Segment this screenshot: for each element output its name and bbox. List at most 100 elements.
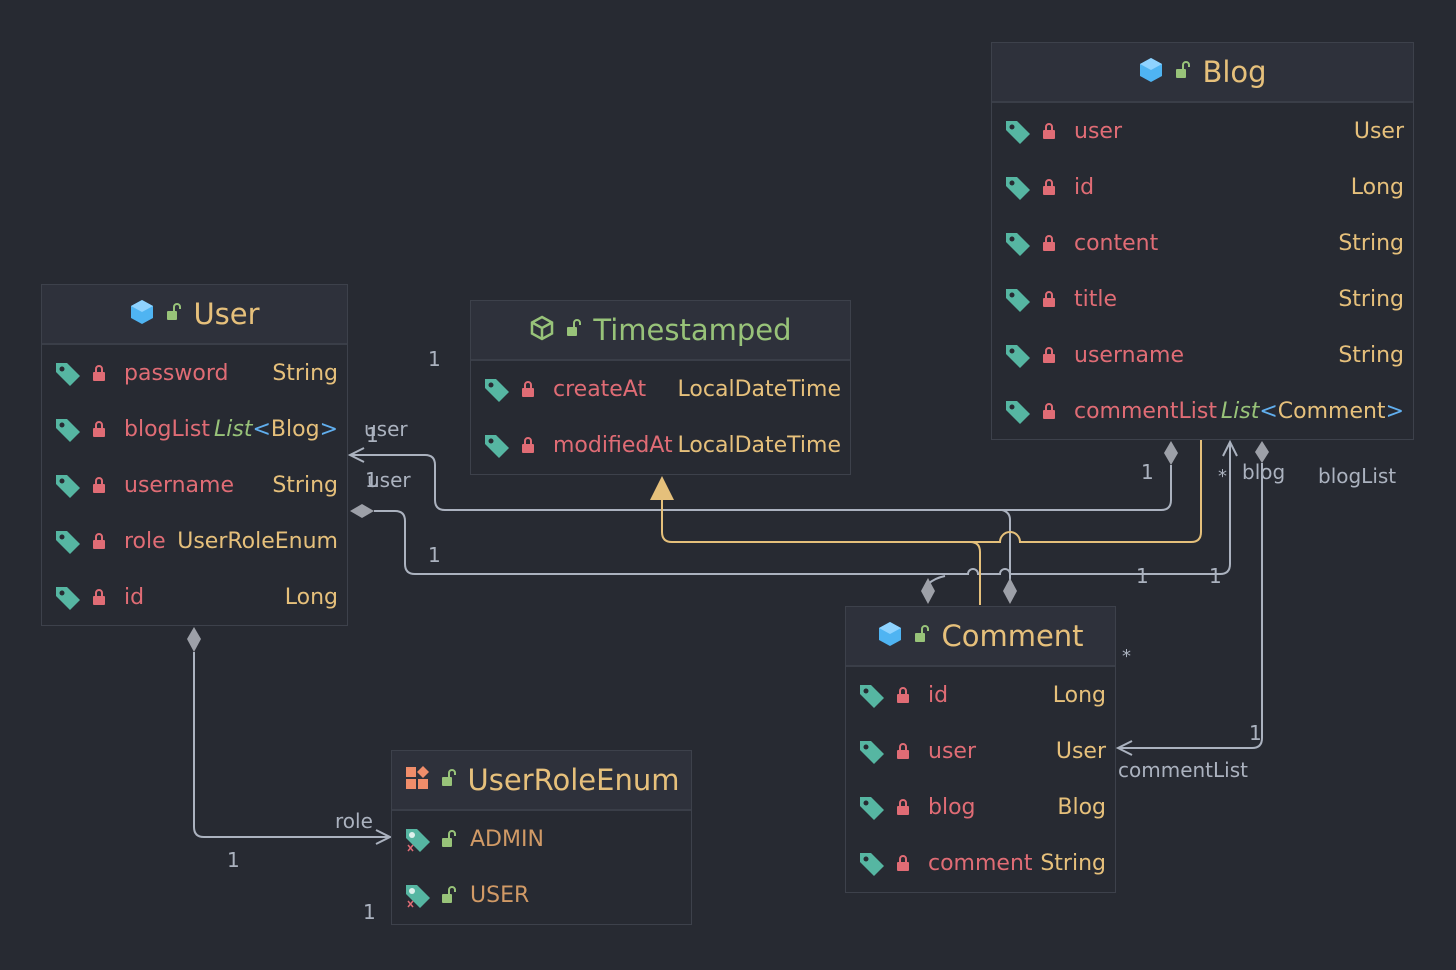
- composition-diamond-comment-b: [1003, 578, 1017, 604]
- field-row[interactable]: user User: [992, 103, 1413, 159]
- field-name: comment: [928, 850, 1033, 876]
- mult-label: 1: [428, 347, 441, 371]
- class-node-blog[interactable]: Blog user User id Long content String ti…: [991, 42, 1414, 440]
- enum-constant: ADMIN: [470, 826, 544, 852]
- class-header[interactable]: User: [42, 285, 347, 345]
- field-type: String: [1338, 230, 1404, 256]
- field-name: modifiedAt: [553, 432, 673, 458]
- field-type: LocalDateTime: [677, 376, 841, 402]
- field-tag-icon: [1004, 397, 1032, 425]
- field-row[interactable]: username String: [42, 457, 347, 513]
- class-icon: [877, 620, 903, 652]
- class-title: Comment: [941, 619, 1084, 653]
- mult-label: 1: [365, 468, 378, 492]
- arrowhead-blog-comment: [1222, 439, 1238, 457]
- private-lock-icon: [1040, 233, 1058, 253]
- field-name: content: [1074, 230, 1159, 256]
- class-header[interactable]: UserRoleEnum: [392, 751, 691, 811]
- private-lock-icon: [519, 379, 537, 399]
- field-name: id: [124, 584, 145, 610]
- field-row[interactable]: id Long: [42, 569, 347, 625]
- mult-label: 1: [1249, 721, 1262, 745]
- class-node-user[interactable]: User password String blogList List<Blog>…: [41, 284, 348, 626]
- composition-diamond-comment-a: [921, 578, 935, 604]
- class-node-comment[interactable]: Comment id Long user User blog Blog comm…: [845, 606, 1116, 893]
- field-row[interactable]: blog Blog: [846, 779, 1115, 835]
- field-type: Long: [1052, 682, 1106, 708]
- field-row[interactable]: id Long: [846, 667, 1115, 723]
- field-row[interactable]: role UserRoleEnum: [42, 513, 347, 569]
- private-lock-icon: [519, 435, 537, 455]
- static-field-tag-icon: [404, 825, 432, 853]
- unlocked-icon: [440, 829, 458, 849]
- field-row[interactable]: modifiedAt LocalDateTime: [471, 417, 850, 473]
- field-type: List<Blog>: [214, 416, 338, 442]
- field-row[interactable]: comment String: [846, 835, 1115, 891]
- field-name: title: [1074, 286, 1118, 312]
- field-type: UserRoleEnum: [177, 528, 338, 554]
- private-lock-icon: [894, 741, 912, 761]
- field-row[interactable]: username String: [992, 327, 1413, 383]
- mult-star-label: *: [1218, 466, 1227, 487]
- composition-diamond-user-role: [187, 627, 201, 652]
- class-icon: [1138, 56, 1164, 88]
- field-row[interactable]: commentList List<Comment>: [992, 383, 1413, 439]
- mult-label: 1: [1141, 460, 1154, 484]
- edge-comment-inherits-timestamped: [969, 541, 981, 605]
- field-row[interactable]: id Long: [992, 159, 1413, 215]
- class-node-timestamped[interactable]: Timestamped createAt LocalDateTime modif…: [470, 300, 851, 475]
- field-name: username: [124, 472, 234, 498]
- private-lock-icon: [1040, 289, 1058, 309]
- mult-label: 1: [1136, 564, 1149, 588]
- unlocked-icon: [1174, 60, 1192, 84]
- field-name: blog: [928, 794, 976, 820]
- private-lock-icon: [894, 685, 912, 705]
- field-tag-icon: [54, 583, 82, 611]
- field-name: password: [124, 360, 229, 386]
- field-row[interactable]: createAt LocalDateTime: [471, 361, 850, 417]
- field-name: user: [1074, 118, 1122, 144]
- edge-blog-to-user: [350, 454, 1172, 511]
- enum-constant-row[interactable]: USER: [392, 867, 691, 923]
- abstract-class-icon: [529, 314, 555, 346]
- edge-blog-commentlist: [1118, 463, 1263, 749]
- enum-constant-row[interactable]: ADMIN: [392, 811, 691, 867]
- composition-diamond-user-comment: [350, 504, 374, 518]
- enum-constant: USER: [470, 882, 530, 908]
- composition-diamond-blog-comment: [1255, 441, 1269, 463]
- arrowhead-user-top: [347, 447, 365, 463]
- field-row[interactable]: title String: [992, 271, 1413, 327]
- enum-node-userroleenum[interactable]: UserRoleEnum ADMIN USER: [391, 750, 692, 925]
- field-type: User: [1055, 738, 1106, 764]
- private-lock-icon: [1040, 345, 1058, 365]
- field-row[interactable]: content String: [992, 215, 1413, 271]
- class-header[interactable]: Timestamped: [471, 301, 850, 361]
- field-row[interactable]: password String: [42, 345, 347, 401]
- arrowhead-commentlist: [1115, 740, 1133, 756]
- field-row[interactable]: user User: [846, 723, 1115, 779]
- field-name: commentList: [1074, 398, 1217, 424]
- field-type: LocalDateTime: [677, 432, 841, 458]
- class-header[interactable]: Blog: [992, 43, 1413, 103]
- field-tag-icon: [54, 527, 82, 555]
- field-tag-icon: [1004, 285, 1032, 313]
- field-row[interactable]: blogList List<Blog>: [42, 401, 347, 457]
- unlocked-icon: [565, 318, 583, 342]
- class-icon: [129, 298, 155, 330]
- field-type: Long: [1350, 174, 1404, 200]
- unlocked-icon: [440, 885, 458, 905]
- field-tag-icon: [54, 359, 82, 387]
- field-tag-icon: [483, 375, 511, 403]
- private-lock-icon: [1040, 177, 1058, 197]
- field-tag-icon: [54, 471, 82, 499]
- private-lock-icon: [90, 587, 108, 607]
- class-header[interactable]: Comment: [846, 607, 1115, 667]
- field-type: List<Comment>: [1220, 398, 1404, 424]
- class-title: User: [193, 297, 260, 331]
- field-tag-icon: [858, 737, 886, 765]
- composition-diamond-blog-user: [1164, 441, 1178, 465]
- field-tag-icon: [54, 415, 82, 443]
- static-field-tag-icon: [404, 881, 432, 909]
- field-name: createAt: [553, 376, 647, 402]
- field-type: String: [1338, 286, 1404, 312]
